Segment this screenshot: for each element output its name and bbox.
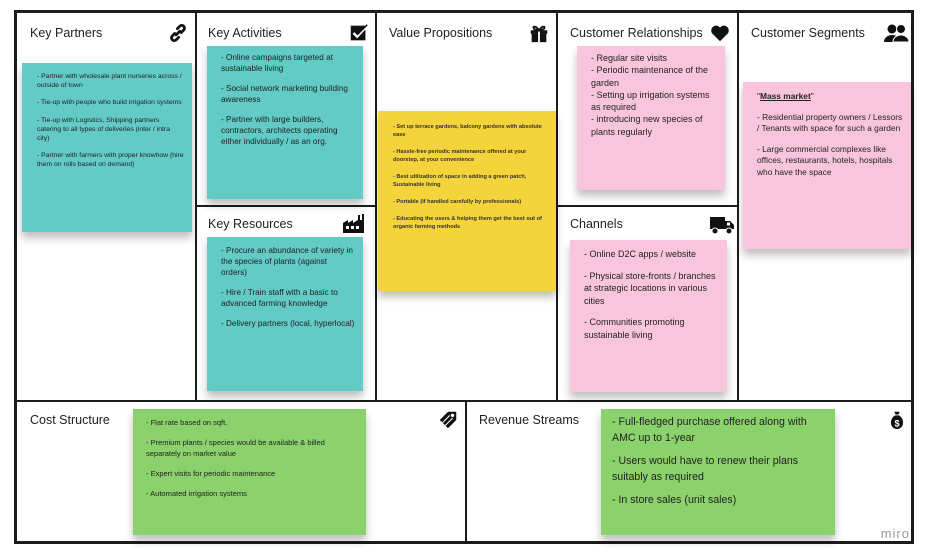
- sticky-note-key-resources[interactable]: - Procure an abundance of variety in the…: [207, 237, 363, 391]
- mass-market-heading: "Mass market": [757, 91, 814, 101]
- note-item: - Residential property owners / Lessors …: [757, 111, 903, 134]
- svg-text:$: $: [894, 418, 899, 428]
- note-item: - Physical store-fronts / branches at st…: [584, 270, 716, 306]
- section-title-cost-structure: Cost Structure: [30, 413, 110, 427]
- sticky-note-channels[interactable]: - Online D2C apps / website - Physical s…: [570, 240, 727, 392]
- divider: [16, 400, 912, 402]
- note-item: - Partner with farmers with proper knowh…: [37, 152, 184, 169]
- sticky-note-customer-relationships[interactable]: - Regular site visits - Periodic mainten…: [577, 46, 725, 190]
- gift-icon: [530, 25, 548, 43]
- note-item: - Procure an abundance of variety in the…: [221, 246, 353, 277]
- note-item: - Hassle-free periodic maintenance offer…: [393, 149, 527, 163]
- note-item: - Best utilization of space in adding a …: [393, 174, 527, 188]
- note-item: - Periodic maintenance of the garden: [591, 65, 709, 88]
- note-item: - Premium plants / species would be avai…: [146, 438, 325, 458]
- sticky-note-value-propositions[interactable]: - Set up terrace gardens, balcony garden…: [378, 111, 556, 291]
- section-title-customer-relationships: Customer Relationships: [570, 26, 703, 40]
- sticky-note-customer-segments[interactable]: "Mass market" - Residential property own…: [743, 82, 911, 249]
- note-item: - Set up terrace gardens, balcony garden…: [393, 124, 542, 138]
- note-item: - Automated irrigation systems: [146, 489, 247, 498]
- note-item: - Delivery partners (local, hyperlocal): [221, 319, 355, 328]
- note-item: - Flat rate based on sqft.: [146, 418, 228, 427]
- factory-icon: [343, 214, 364, 233]
- divider: [465, 400, 467, 542]
- note-item: - Users would have to renew their plans …: [612, 455, 799, 483]
- note-item: - Full-fledged purchase offered along wi…: [612, 416, 807, 444]
- note-item: - Expert visits for periodic maintenance: [146, 469, 276, 478]
- note-item: - Online campaigns targeted at sustainab…: [221, 53, 333, 73]
- note-item: - Partner with wholesale plant nurseries…: [37, 73, 182, 90]
- section-title-key-partners: Key Partners: [30, 26, 103, 40]
- note-item: - Social network marketing building awar…: [221, 84, 348, 104]
- sticky-note-cost-structure[interactable]: - Flat rate based on sqft. - Premium pla…: [133, 409, 366, 535]
- note-item: - Educating the users & helping them get…: [393, 216, 542, 230]
- miro-watermark: miro: [880, 526, 910, 541]
- sticky-note-key-partners[interactable]: - Partner with wholesale plant nurseries…: [22, 63, 192, 232]
- note-item: - Partner with large builders, contracto…: [221, 115, 338, 146]
- note-item: - Communities promoting sustainable livi…: [584, 317, 685, 340]
- link-icon: [170, 24, 186, 42]
- checkbox-icon: [350, 24, 369, 41]
- money-bag-icon: $: [890, 411, 904, 430]
- section-title-customer-segments: Customer Segments: [751, 26, 865, 40]
- users-icon: [884, 24, 910, 43]
- note-item: - Tie-up with people who build irrigatio…: [37, 99, 182, 107]
- note-item: - Tie-up with Logistics, Shipping partne…: [37, 116, 170, 143]
- sticky-note-key-activities[interactable]: - Online campaigns targeted at sustainab…: [207, 46, 363, 199]
- divider: [195, 205, 377, 207]
- note-item: - Regular site visits: [591, 53, 668, 63]
- truck-icon: [710, 217, 734, 235]
- sticky-note-revenue-streams[interactable]: - Full-fledged purchase offered along wi…: [601, 409, 835, 535]
- note-item: - Hire / Train staff with a basic to adv…: [221, 288, 338, 308]
- note-item: - Setting up irrigation systems as requi…: [591, 89, 710, 113]
- tag-icon: [439, 411, 457, 429]
- section-title-key-activities: Key Activities: [208, 26, 282, 40]
- note-item: - Online D2C apps / website: [584, 249, 697, 259]
- note-item: - Portable (if handled carefully by prof…: [393, 199, 522, 205]
- note-item: - Large commercial complexes like office…: [757, 143, 893, 177]
- section-title-key-resources: Key Resources: [208, 217, 293, 231]
- section-title-value-propositions: Value Propositions: [389, 26, 493, 40]
- section-title-channels: Channels: [570, 217, 623, 231]
- divider: [556, 205, 739, 207]
- note-item: - In store sales (unit sales): [612, 494, 737, 506]
- section-title-revenue-streams: Revenue Streams: [479, 413, 580, 427]
- note-item: - introducing new species of plants regu…: [591, 114, 703, 137]
- heart-icon: [711, 25, 729, 42]
